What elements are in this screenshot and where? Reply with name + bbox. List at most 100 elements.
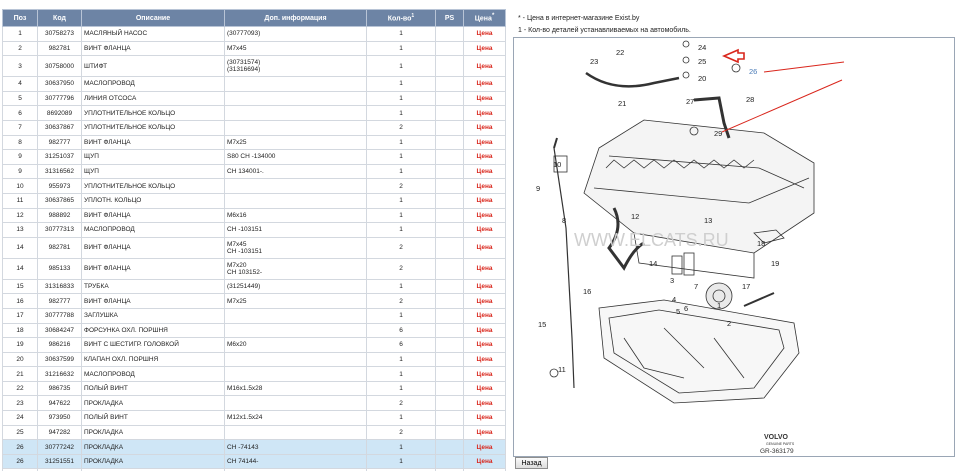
callout-17[interactable]: 17 — [742, 282, 750, 291]
cell-code[interactable]: 30758273 — [37, 26, 82, 42]
cell-price[interactable]: Цена — [463, 134, 506, 151]
callout-15[interactable]: 15 — [538, 320, 546, 329]
cell-code[interactable]: 30637865 — [37, 192, 82, 209]
cell-price[interactable]: Цена — [463, 236, 506, 259]
cell-code[interactable]: 982777 — [37, 134, 82, 151]
callout-22[interactable]: 22 — [616, 48, 624, 57]
cell-code[interactable]: 31316833 — [37, 278, 82, 295]
cell-price[interactable]: Цена — [463, 55, 506, 78]
cell-price[interactable]: Цена — [463, 395, 506, 412]
callout-1[interactable]: 1 — [717, 301, 721, 310]
back-button[interactable]: Назад — [515, 457, 548, 469]
callout-7[interactable]: 7 — [694, 282, 698, 291]
callout-21[interactable]: 21 — [618, 99, 626, 108]
cell-price[interactable]: Цена — [463, 337, 506, 353]
cell-code[interactable]: 982781 — [37, 40, 82, 57]
header-info[interactable]: Доп. информация — [224, 9, 367, 27]
cell-code[interactable]: 30684247 — [37, 322, 82, 339]
cell-code[interactable]: 988892 — [37, 207, 82, 224]
cell-code[interactable]: 8692089 — [37, 105, 82, 121]
callout-16[interactable]: 16 — [583, 287, 591, 296]
cell-code[interactable]: 30637950 — [37, 76, 82, 92]
callout-2[interactable]: 2 — [727, 319, 731, 328]
cell-price[interactable]: Цена — [463, 178, 506, 194]
cell-price[interactable]: Цена — [463, 26, 506, 42]
cell-code[interactable]: 986216 — [37, 337, 82, 353]
header-desc[interactable]: Описание — [81, 9, 225, 27]
callout-18[interactable]: 18 — [757, 239, 765, 248]
cell-code[interactable]: 30777313 — [37, 222, 82, 238]
cell-price[interactable]: Цена — [463, 366, 506, 382]
callout-12[interactable]: 12 — [631, 212, 639, 221]
callout-14[interactable]: 14 — [649, 259, 657, 268]
cell-price[interactable]: Цена — [463, 410, 506, 426]
cell-code[interactable]: 30758000 — [37, 55, 82, 78]
cell-price[interactable]: Цена — [463, 222, 506, 238]
cell-price[interactable]: Цена — [463, 439, 506, 455]
header-qty[interactable]: Кол-во1 — [366, 9, 436, 27]
table-row[interactable]: 2731251040МАСЛОПРОВОД1Цена — [2, 468, 506, 471]
cell-code[interactable]: 30777242 — [37, 439, 82, 455]
cell-price[interactable]: Цена — [463, 257, 506, 280]
cell-code[interactable]: 982777 — [37, 293, 82, 309]
cell-code[interactable]: 986735 — [37, 380, 82, 397]
callout-5[interactable]: 5 — [676, 307, 680, 316]
cell-price[interactable]: Цена — [463, 278, 506, 295]
cell-price[interactable]: Цена — [463, 293, 506, 309]
header-code[interactable]: Код — [37, 9, 82, 27]
callout-6[interactable]: 6 — [684, 304, 688, 313]
callout-8[interactable]: 8 — [562, 216, 566, 225]
callout-11[interactable]: 11 — [558, 365, 566, 374]
cell-price[interactable]: Цена — [463, 119, 506, 136]
cell-code[interactable]: 985133 — [37, 257, 82, 280]
callout-4[interactable]: 4 — [672, 295, 676, 304]
cell-price[interactable]: Цена — [463, 380, 506, 397]
callout-24[interactable]: 24 — [698, 43, 706, 52]
cell-price[interactable]: Цена — [463, 105, 506, 121]
cell-code[interactable]: 30637867 — [37, 119, 82, 136]
cell-price[interactable]: Цена — [463, 468, 506, 471]
cell-price[interactable]: Цена — [463, 90, 506, 107]
header-ps[interactable]: PS — [435, 9, 464, 27]
cell-price[interactable]: Цена — [463, 453, 506, 470]
cell-code[interactable]: 947282 — [37, 424, 82, 441]
cell-code[interactable]: 31316562 — [37, 163, 82, 180]
cell-code[interactable]: 31216632 — [37, 366, 82, 382]
callout-26[interactable]: 26 — [749, 67, 757, 76]
cell-code[interactable]: 30637599 — [37, 351, 82, 368]
cell-price[interactable]: Цена — [463, 322, 506, 339]
cell-price[interactable]: Цена — [463, 192, 506, 209]
cell-price[interactable]: Цена — [463, 40, 506, 57]
callout-20[interactable]: 20 — [698, 74, 706, 83]
cell-code[interactable]: 955973 — [37, 178, 82, 194]
cell-code[interactable]: 31251037 — [37, 149, 82, 165]
cell-price[interactable]: Цена — [463, 76, 506, 92]
callout-23[interactable]: 23 — [590, 57, 598, 66]
cell-price[interactable]: Цена — [463, 351, 506, 368]
